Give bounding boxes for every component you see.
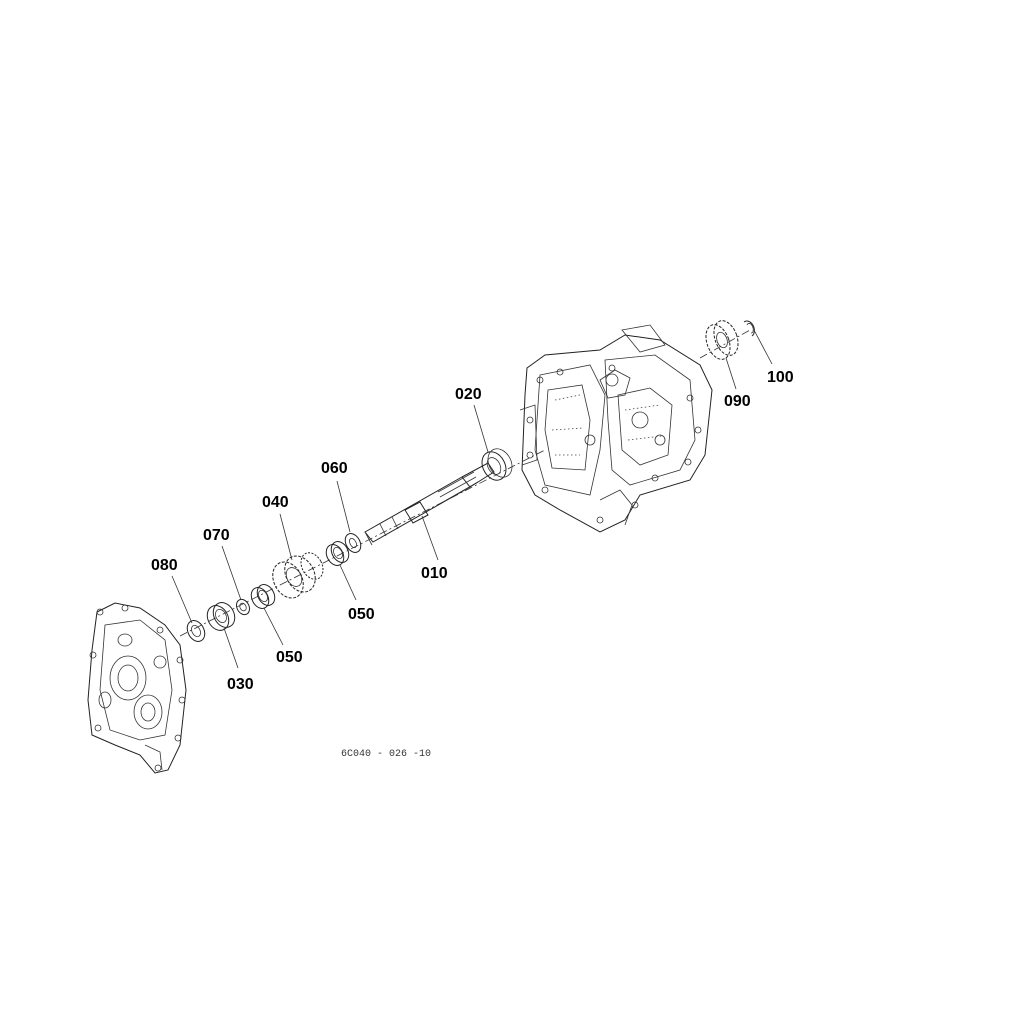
transmission-housing: [519, 324, 713, 533]
callout-010: 010: [421, 565, 448, 582]
callouts: 010 020 030 040 050 050 060 070 080 090 …: [151, 369, 794, 693]
callout-090: 090: [724, 393, 751, 410]
callout-100: 100: [767, 369, 794, 386]
main-shaft-010: [364, 462, 495, 546]
callout-040: 040: [262, 494, 289, 511]
callout-080: 080: [151, 557, 178, 574]
oil-seal-080: [186, 620, 206, 642]
bearing-020: [481, 448, 513, 481]
front-gear-case: [87, 602, 187, 774]
collar-060: [344, 533, 362, 553]
callout-030: 030: [227, 676, 254, 693]
callout-070: 070: [203, 527, 230, 544]
leader-lines: [171, 329, 773, 669]
callout-020: 020: [455, 386, 482, 403]
callout-050-upper: 050: [348, 606, 375, 623]
gear-090: [705, 320, 739, 360]
callout-060: 060: [321, 460, 348, 477]
needle-bearing-050-lower: [250, 584, 276, 609]
callout-050-lower: 050: [276, 649, 303, 666]
washer-070: [236, 598, 250, 616]
needle-bearing-050-upper: [325, 541, 350, 566]
bearing-030: [206, 602, 236, 631]
snap-ring-100: [743, 320, 755, 337]
drawing-code: 6C040 - 026 -10: [341, 749, 431, 760]
